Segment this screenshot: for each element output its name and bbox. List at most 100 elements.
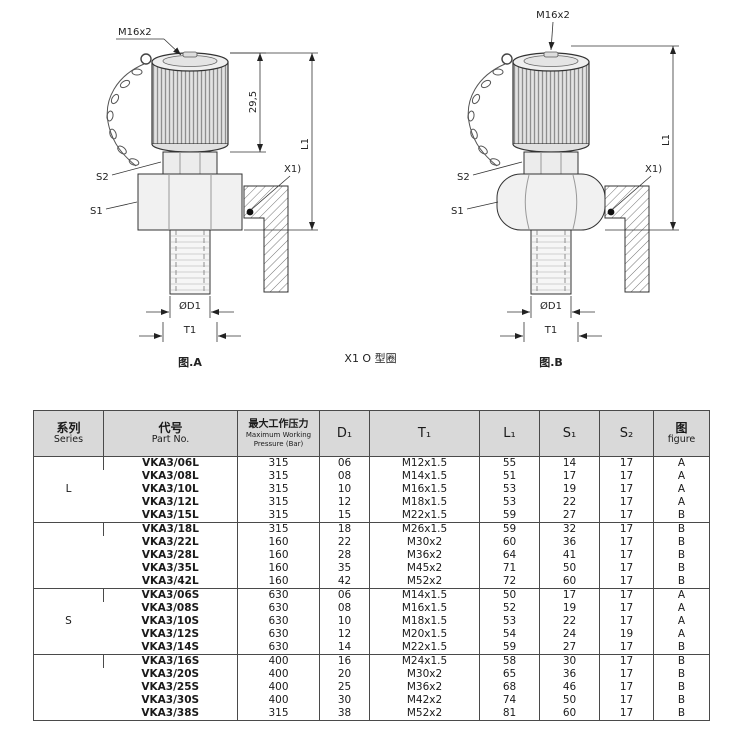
o-ring-dot [607, 208, 614, 216]
cell-t1: M20x1.5 [369, 628, 480, 641]
cell-pressure: 315 [237, 483, 320, 496]
table-header: 系列 Series 代号 Part No. 最大工作压力 Maximum Wor… [33, 410, 710, 457]
cell-pressure: 160 [237, 536, 320, 549]
dim-s2-label: S2 [96, 161, 162, 183]
cell-d1: 30 [319, 694, 370, 707]
cell-s2: 17 [599, 483, 654, 496]
spec-table: 系列 Series 代号 Part No. 最大工作压力 Maximum Wor… [33, 410, 710, 721]
port-wall-section [243, 185, 289, 293]
cell-t1: M18x1.5 [369, 615, 480, 628]
cell-t1: M16x1.5 [369, 602, 480, 615]
dim-thread-label: M16x2 [536, 10, 570, 51]
cell-fig: A [653, 456, 710, 470]
cell-l1: 68 [479, 681, 540, 694]
cell-d1: 18 [319, 522, 370, 536]
cell-s1: 17 [539, 588, 600, 602]
col-header-t1: T₁ [369, 410, 480, 457]
cell-s2: 17 [599, 456, 654, 470]
cell-pressure: 400 [237, 694, 320, 707]
dust-cap [140, 51, 230, 153]
cell-pressure: 315 [237, 470, 320, 483]
cell-d1: 20 [319, 668, 370, 681]
cell-part: VKA3/10S [141, 615, 200, 627]
cell-l1: 55 [479, 456, 540, 470]
cell-d1: 15 [319, 509, 370, 523]
cell-d1: 42 [319, 575, 370, 589]
cell-pressure: 400 [237, 681, 320, 694]
cell-d1: 12 [319, 628, 370, 641]
figure-b-drawing: M16x2 S2 S1 X1) L1 ØD1 [451, 10, 679, 369]
cell-part: VKA3/16S [103, 654, 238, 668]
cell-s1: 41 [539, 549, 600, 562]
cell-fig: A [653, 483, 710, 496]
figure-a-drawing: M16x2 S2 S1 X1) 29,5 L1 [90, 27, 319, 369]
series-cell [33, 522, 104, 589]
cell-t1: M30x2 [369, 668, 480, 681]
cap-chain [106, 63, 145, 167]
series-cell [33, 654, 104, 721]
cell-l1: 65 [479, 668, 540, 681]
cell-s1: 32 [539, 522, 600, 536]
svg-text:29,5: 29,5 [248, 91, 259, 113]
svg-text:M16x2: M16x2 [536, 10, 570, 21]
cell-t1: M18x1.5 [369, 496, 480, 509]
cap-bail-ring [500, 53, 513, 65]
cell-l1: 59 [479, 509, 540, 523]
svg-text:M16x2: M16x2 [118, 27, 152, 38]
cell-l1: 54 [479, 628, 540, 641]
cell-s1: 14 [539, 456, 600, 470]
col-header-figure: 图 figure [653, 410, 710, 457]
dim-t1: T1 [499, 322, 602, 342]
dim-x1-label: X1) [252, 164, 302, 210]
cell-l1: 71 [479, 562, 540, 575]
svg-text:S2: S2 [96, 172, 109, 183]
col-header-pressure: 最大工作压力 Maximum Working Pressure (Bar) [237, 410, 320, 457]
figures-section: M16x2 S2 S1 X1) 29,5 L1 [90, 10, 679, 369]
cell-d1: 14 [319, 641, 370, 655]
dim-s2-label: S2 [457, 161, 522, 183]
dim-d1: ØD1 [146, 296, 235, 318]
cell-d1: 22 [319, 536, 370, 549]
cell-part: VKA3/38S [141, 707, 200, 719]
cell-d1: 10 [319, 483, 370, 496]
port-wall-section [604, 185, 650, 293]
o-ring-dot [247, 208, 254, 216]
col-header-s1: S₁ [539, 410, 600, 457]
cell-fig: B [653, 654, 710, 668]
cell-l1: 51 [479, 470, 540, 483]
cell-t1: M22x1.5 [369, 509, 480, 523]
cell-fig: B [653, 681, 710, 694]
cell-s2: 17 [599, 615, 654, 628]
cell-fig: A [653, 470, 710, 483]
cell-part: VKA3/18L [103, 522, 238, 536]
cell-part: VKA3/06S [103, 588, 238, 602]
cell-s2: 17 [599, 707, 654, 721]
cell-d1: 06 [319, 456, 370, 470]
cell-s2: 17 [599, 522, 654, 536]
cell-part: VKA3/35L [141, 562, 199, 574]
cell-s1: 36 [539, 668, 600, 681]
cell-s2: 17 [599, 575, 654, 589]
cell-s2: 17 [599, 496, 654, 509]
cell-l1: 59 [479, 641, 540, 655]
cell-l1: 64 [479, 549, 540, 562]
cell-s1: 46 [539, 681, 600, 694]
cell-part: VKA3/08L [141, 470, 199, 482]
cell-l1: 50 [479, 588, 540, 602]
dim-cap-height: 29,5 [230, 52, 267, 153]
cell-l1: 59 [479, 522, 540, 536]
cell-s2: 17 [599, 694, 654, 707]
cell-t1: M24x1.5 [369, 654, 480, 668]
cell-fig: B [653, 522, 710, 536]
threaded-stem [169, 229, 211, 295]
cell-pressure: 315 [237, 522, 320, 536]
svg-text:S1: S1 [90, 206, 103, 217]
cell-t1: M36x2 [369, 681, 480, 694]
hex-nut-s2 [523, 151, 579, 175]
cell-pressure: 630 [237, 628, 320, 641]
